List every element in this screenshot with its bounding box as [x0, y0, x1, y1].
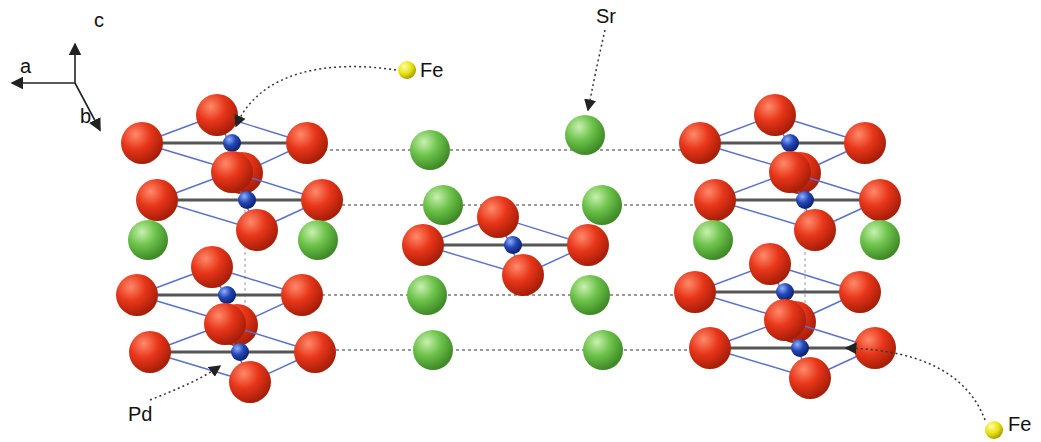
o-atom [854, 327, 896, 369]
sr-atom [298, 220, 338, 260]
sr-atom [565, 115, 605, 155]
o-atom [769, 151, 811, 193]
o-atom [196, 94, 238, 136]
pd-atom [504, 236, 522, 254]
o-atom [211, 151, 253, 193]
o-atom [477, 196, 519, 238]
o-atom [694, 179, 736, 221]
pd-atom [791, 339, 809, 357]
pd-atom [796, 191, 814, 209]
octahedron [129, 303, 336, 403]
sr-atom [128, 220, 168, 260]
octahedron [116, 246, 323, 346]
o-atom [281, 274, 323, 316]
pd-atom [781, 134, 799, 152]
cell-line [330, 204, 710, 206]
octahedron [689, 299, 896, 399]
sr-atom [583, 330, 623, 370]
atom-label: Fe [420, 60, 443, 80]
fe-dot [985, 421, 1003, 439]
cell-line [300, 149, 700, 151]
o-atom [116, 274, 158, 316]
o-atom [236, 209, 278, 251]
o-atom [567, 224, 609, 266]
pd-atom [218, 286, 236, 304]
o-atom [674, 271, 716, 313]
o-atom [286, 122, 328, 164]
sr-atom [693, 220, 733, 260]
atom-label: Fe [1008, 414, 1031, 434]
o-atom [859, 179, 901, 221]
octahedron [679, 94, 886, 194]
sr-atoms [128, 115, 900, 370]
pd-atom [238, 191, 256, 209]
o-atom [794, 209, 836, 251]
sr-atom [423, 185, 463, 225]
sr-atom [582, 185, 622, 225]
o-atom [136, 179, 178, 221]
cell-lines [245, 150, 805, 350]
axis-label: b [80, 106, 91, 126]
o-atom [679, 122, 721, 164]
cell-line [310, 294, 690, 296]
atom-label: Pd [128, 404, 152, 424]
o-atom [502, 254, 544, 296]
pd-atom [776, 283, 794, 301]
o-atom [844, 122, 886, 164]
pd-atom [231, 343, 249, 361]
o-atom [764, 299, 806, 341]
o-atom [749, 243, 791, 285]
o-atom [689, 327, 731, 369]
axis-label: c [94, 10, 104, 30]
octahedra [116, 94, 901, 403]
o-atom [301, 179, 343, 221]
o-atom [191, 246, 233, 288]
axes [12, 44, 100, 130]
o-atom [129, 331, 171, 373]
fe-dot [398, 61, 416, 79]
sr-atom [860, 220, 900, 260]
o-atom [229, 361, 271, 403]
o-atom [789, 357, 831, 399]
octahedron [121, 94, 328, 194]
o-atom [402, 224, 444, 266]
sr-atom [413, 330, 453, 370]
sr-atom [410, 130, 450, 170]
sr-atom [407, 275, 447, 315]
o-atom [121, 122, 163, 164]
leader-lines [150, 30, 985, 420]
o-atom [754, 94, 796, 136]
pd-atom [223, 134, 241, 152]
atom-label: Sr [596, 6, 616, 26]
axis-label: a [20, 56, 31, 76]
cell-line [330, 349, 700, 351]
sr-atom [570, 275, 610, 315]
o-atom [839, 271, 881, 313]
o-atom [204, 303, 246, 345]
o-atom [294, 331, 336, 373]
